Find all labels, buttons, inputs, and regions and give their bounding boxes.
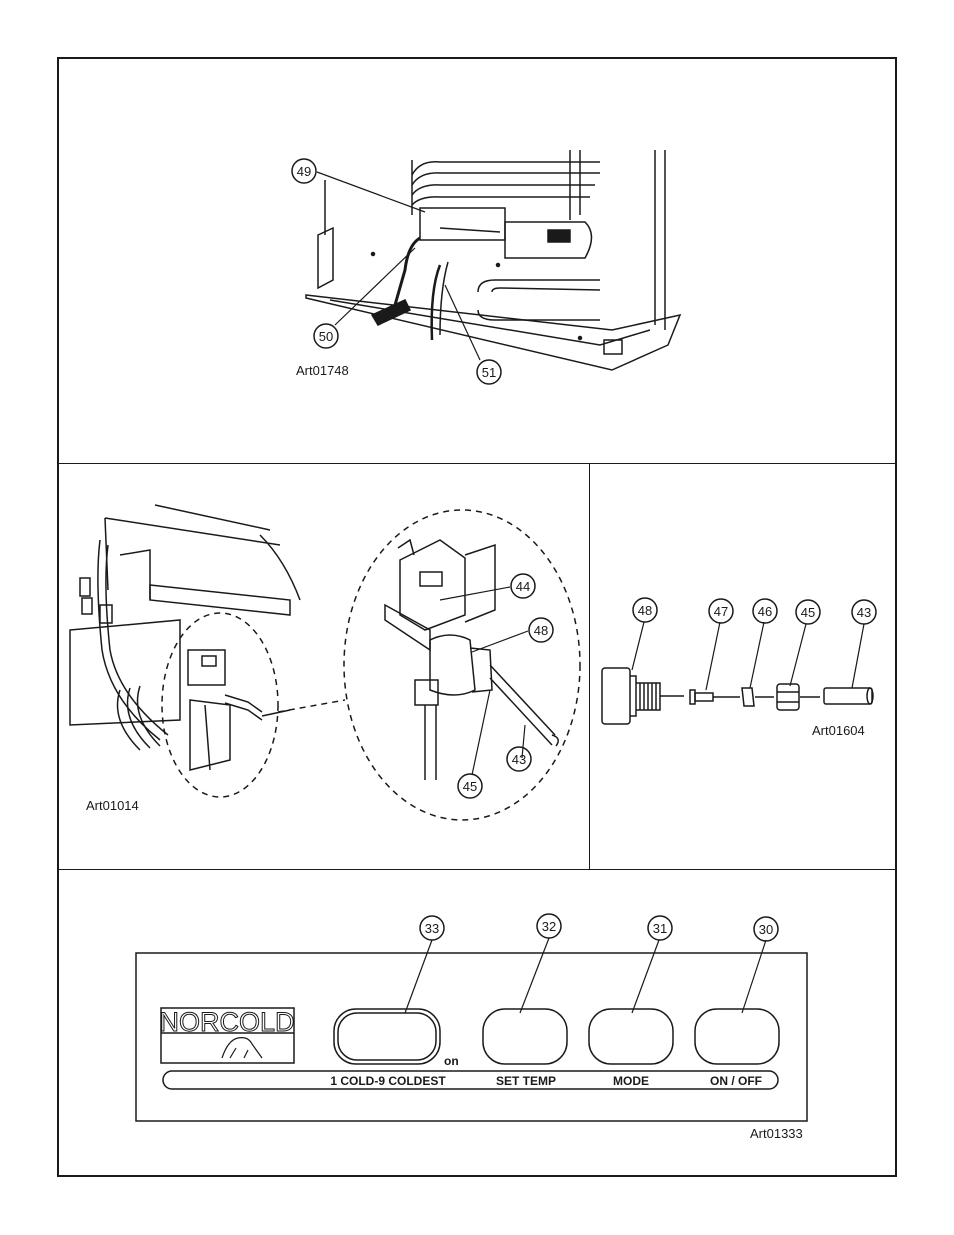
callout-43: 43: [512, 752, 526, 767]
callout-48b: 48: [638, 603, 652, 618]
button-label-settemp: SET TEMP: [496, 1074, 556, 1088]
button-outline-settemp: [482, 1008, 568, 1065]
callout-50: 50: [319, 329, 333, 344]
norcold-logo-text: NORCOLD: [159, 1007, 294, 1037]
callout-51: 51: [482, 365, 496, 380]
figure4-art-id: Art01333: [750, 1126, 803, 1141]
button-outline-temp: [333, 1008, 441, 1065]
figure3-art-id: Art01604: [812, 723, 865, 738]
norcold-logo-box: [160, 1007, 295, 1064]
figure2-art-id: Art01014: [86, 798, 139, 813]
callout-31: 31: [653, 921, 667, 936]
callout-30: 30: [759, 922, 773, 937]
figure4-callouts: 33 32 31 30: [419, 913, 779, 942]
divider-top: [57, 463, 897, 464]
figure1-callouts: 49 50 51: [291, 158, 502, 385]
button-outline-onoff: [694, 1008, 780, 1065]
callout-47: 47: [714, 604, 728, 619]
control-panel-outline: [135, 952, 808, 1122]
button-label-onoff: ON / OFF: [710, 1074, 762, 1088]
figure3-drawing: [601, 621, 874, 725]
callout-32: 32: [542, 919, 556, 934]
figure1-drawing: [305, 150, 682, 371]
figure4-drawing: [135, 937, 808, 1122]
callout-49: 49: [297, 164, 311, 179]
divider-middle: [589, 463, 590, 870]
callout-33: 33: [425, 921, 439, 936]
callout-45: 45: [463, 779, 477, 794]
diagram-frame: [57, 57, 897, 1177]
callout-48: 48: [534, 623, 548, 638]
button-outline-mode: [588, 1008, 674, 1065]
callout-43b: 43: [857, 605, 871, 620]
button-label-mode: MODE: [613, 1074, 649, 1088]
button-label-temp: 1 COLD-9 COLDEST: [330, 1074, 446, 1088]
figure2-drawing: [69, 504, 581, 821]
figure2-callouts: 44 48 43 45: [457, 573, 554, 799]
figure1-art-id: Art01748: [296, 363, 349, 378]
polar-bear-icon: [221, 1037, 263, 1059]
figure3-callouts: 48 47 46 45 43: [632, 597, 877, 625]
callout-46: 46: [758, 604, 772, 619]
callout-44: 44: [516, 579, 530, 594]
indicator-on-label: on: [444, 1054, 459, 1068]
callout-45b: 45: [801, 605, 815, 620]
divider-bottom: [57, 869, 897, 870]
label-strip: [162, 1070, 779, 1090]
